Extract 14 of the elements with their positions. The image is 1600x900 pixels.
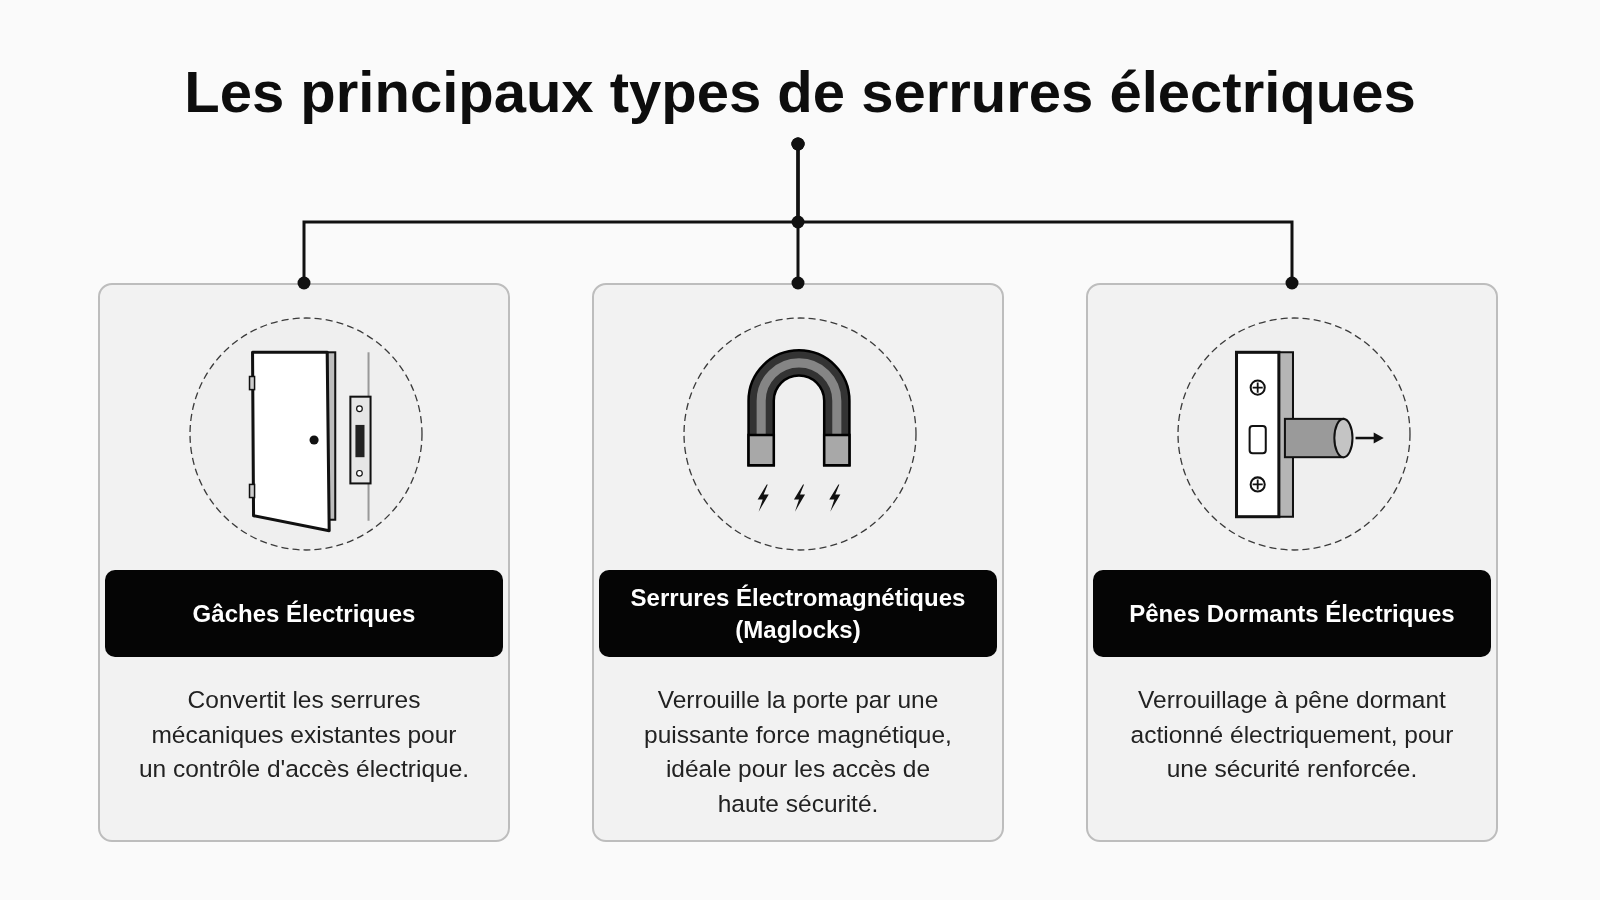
heading-bar: Serrures Électromagnétiques (Maglocks) — [599, 570, 997, 657]
card — [592, 283, 1004, 842]
heading-bar: Gâches Électriques — [105, 570, 503, 657]
connector-line — [791, 137, 1299, 290]
card — [1086, 283, 1498, 842]
title: Les principaux types de serrures électriques — [184, 58, 1416, 126]
heading-bar: Pênes Dormants Électriques — [1093, 570, 1491, 657]
magnet-illustration — [683, 317, 917, 551]
description-text: Verrouillage à pêne dormant actionné électriquement, pour une sécurité renforcée. — [1129, 685, 1455, 784]
deadbolt-illustration — [1177, 317, 1411, 551]
door-strike-illustration — [189, 317, 423, 551]
card — [98, 283, 510, 842]
description-text: Verrouille la porte par une puissante force magnétique, idéale pour les accès de haute sécurité. — [643, 685, 953, 819]
description-text: Convertit les serrures mécaniques existantes pour un contrôle d'accès électrique. — [137, 685, 471, 784]
